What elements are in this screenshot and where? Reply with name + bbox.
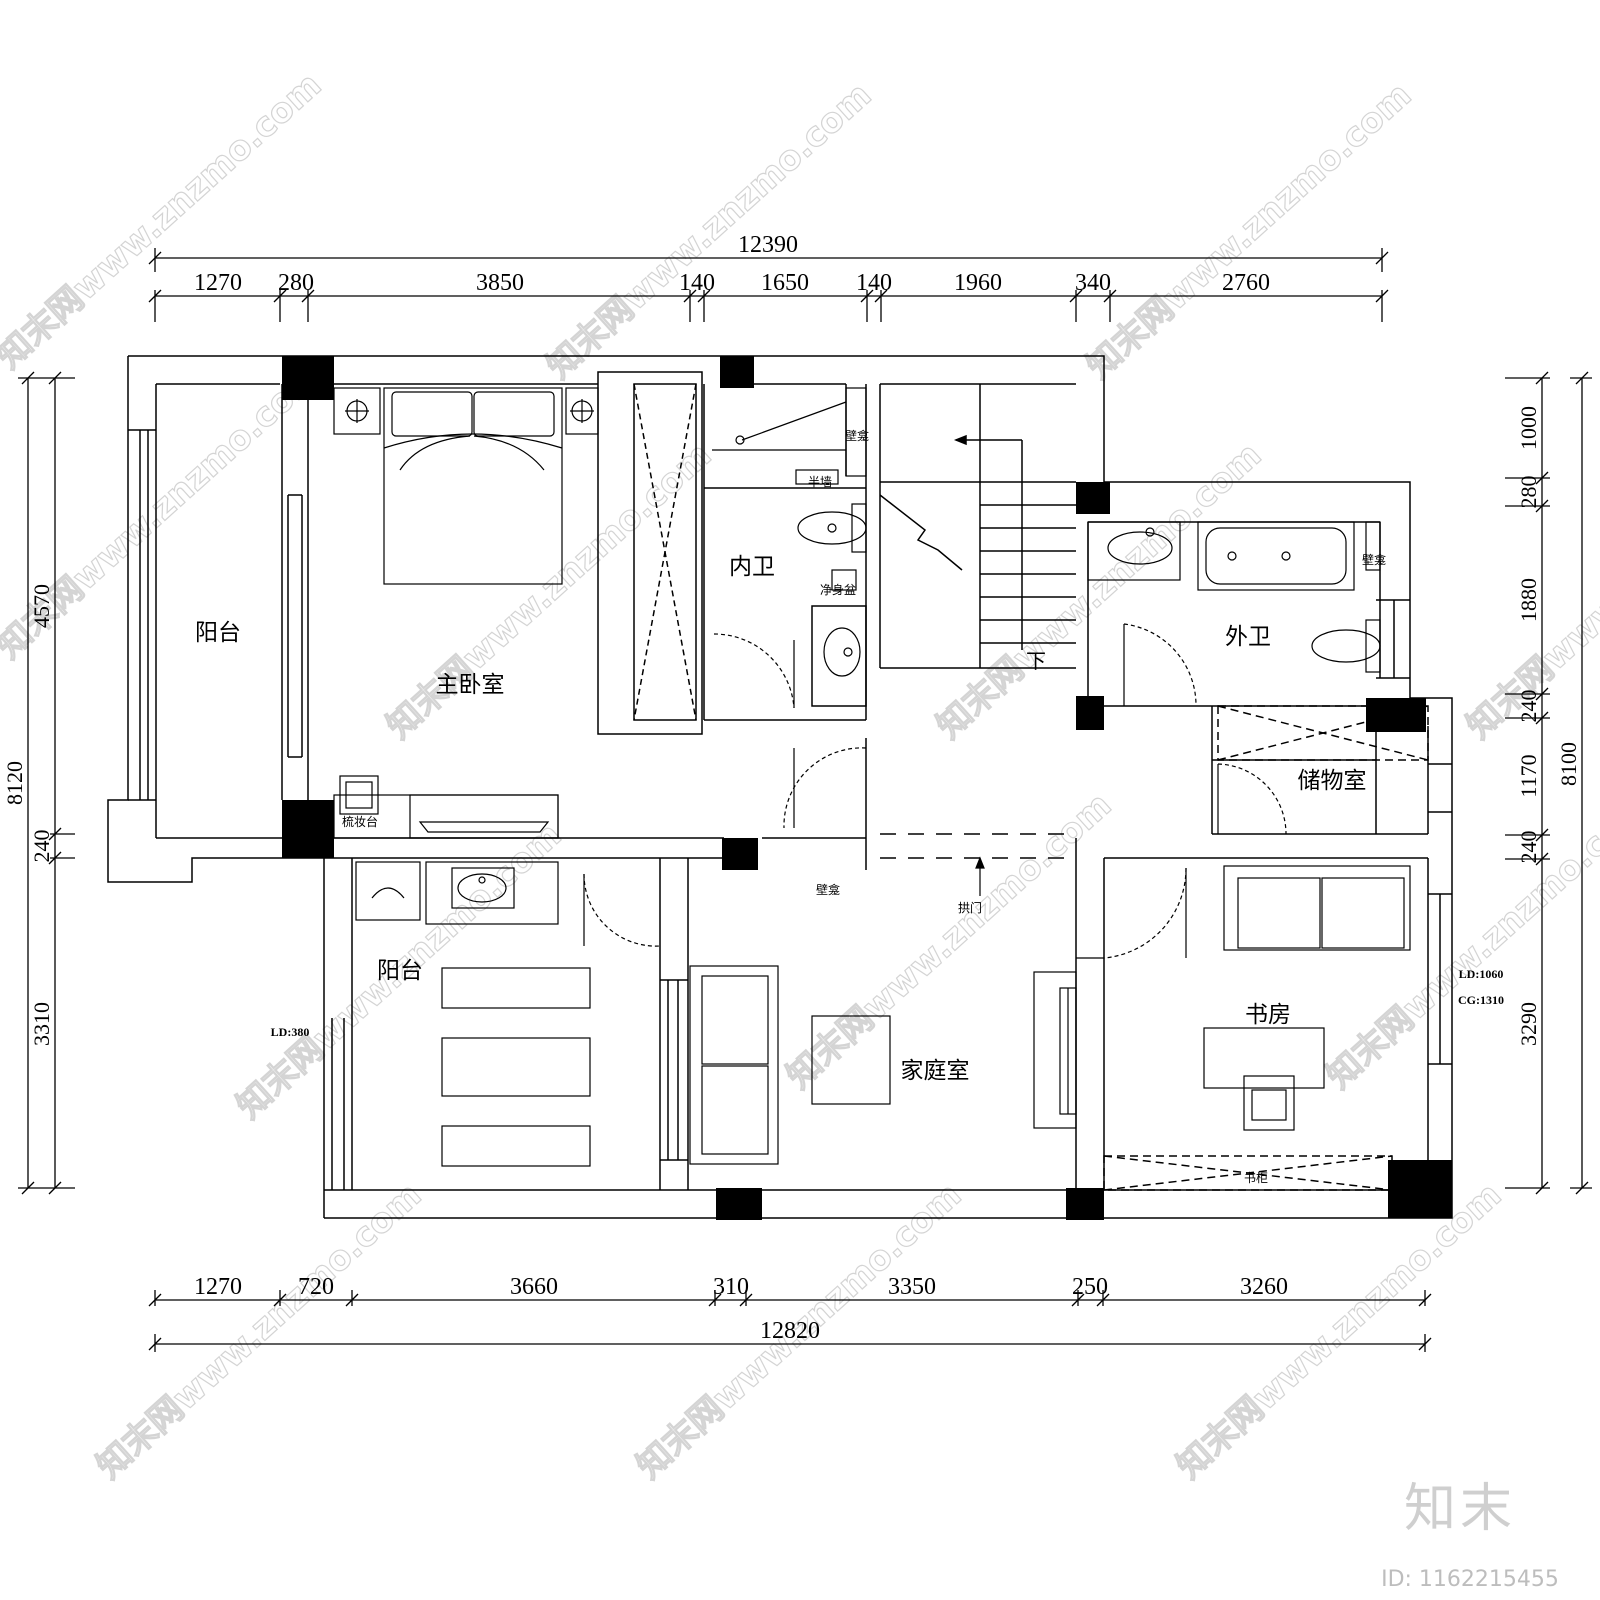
dim-top-seg: 280: [278, 270, 314, 296]
shower-icon: [712, 387, 867, 485]
room-study: 书房: [1245, 1002, 1291, 1028]
dim-top-seg: 140: [856, 270, 892, 296]
label-niche: 壁龛: [845, 428, 869, 443]
dim-top-seg: 3850: [476, 270, 524, 296]
chair-icon: [1243, 1075, 1295, 1131]
dim-right-seg: 240: [1516, 831, 1541, 864]
dim-right-total: 8100: [1556, 742, 1581, 786]
coffee-table-icon: [811, 1015, 891, 1105]
bidet-icon: [831, 569, 857, 591]
brand-stamp: 知末 ID: 1162215455: [1381, 1479, 1559, 1592]
dim-bottom-seg: 3260: [1240, 1274, 1288, 1300]
dim-bottom-seg: 720: [298, 1274, 334, 1300]
watermark-text: 知末网www.znzmo.com: [1169, 1175, 1509, 1487]
dim-top-seg: 1960: [954, 270, 1002, 296]
structural-columns: [282, 356, 1452, 1220]
label-bookcase: 书柜: [1244, 1171, 1268, 1185]
dim-top-seg: 140: [679, 270, 715, 296]
sofa-icon: [1223, 865, 1411, 951]
dim-left-seg: 240: [29, 830, 54, 863]
toilet-icon: [797, 503, 867, 553]
brand-logo: 知末: [1404, 1479, 1516, 1539]
annotation-labels: 壁龛 半墙 净身盆 壁龛 梳妆台 壁龛 拱门 下 书柜 LD:380 LD:10…: [271, 428, 1504, 1185]
dim-bottom-seg: 3660: [510, 1274, 558, 1300]
dim-left-seg: 3310: [29, 1002, 54, 1046]
label-stair-down: 下: [1026, 649, 1046, 673]
watermark-text: 知末网www.znzmo.com: [379, 435, 719, 747]
dim-bottom-seg: 310: [713, 1274, 749, 1300]
label-vanity: 梳妆台: [342, 814, 378, 829]
drying-rack-icon: [441, 967, 591, 1167]
sofa-icon: [689, 965, 779, 1165]
walls: [107, 355, 1453, 1219]
label-cg-right: CG:1310: [1458, 993, 1504, 1007]
room-labels: 阳台 主卧室 内卫 外卫 储物室 阳台 家庭室 书房: [195, 554, 1367, 1084]
furniture: [333, 387, 1411, 1167]
label-ld-right: LD:1060: [1459, 967, 1504, 981]
room-outer-bath: 外卫: [1225, 624, 1271, 650]
dim-right-seg: 1000: [1516, 406, 1541, 450]
label-half-wall: 半墙: [808, 475, 832, 489]
dim-bottom-seg: 3350: [888, 1274, 936, 1300]
room-balcony-lower: 阳台: [377, 958, 423, 984]
dim-left-seg: 4570: [29, 584, 54, 628]
doors: [583, 623, 1287, 959]
bathtub-icon: [1197, 521, 1381, 591]
label-niche: 壁龛: [816, 882, 840, 897]
room-balcony-upper: 阳台: [195, 620, 241, 646]
dim-top-seg: 1650: [761, 270, 809, 296]
dim-left-total: 8120: [2, 761, 27, 805]
room-storage: 储物室: [1298, 768, 1367, 794]
dim-top-seg: 340: [1075, 270, 1111, 296]
dim-top-total: 12390: [738, 232, 798, 258]
washing-machine-icon: [355, 861, 421, 921]
watermark-text: 知末网www.znzmo.com: [539, 75, 879, 387]
label-bidet: 净身盆: [820, 582, 856, 597]
sink-icon: [823, 627, 861, 677]
watermark-text: 知末网www.znzmo.com: [89, 1175, 429, 1487]
watermark-text: 知末网www.znzmo.com: [1319, 785, 1600, 1097]
dim-right-seg: 240: [1516, 690, 1541, 723]
dim-bottom-seg: 1270: [194, 1274, 242, 1300]
dim-right-seg: 1170: [1516, 754, 1541, 797]
room-inner-bath: 内卫: [729, 554, 775, 580]
vanity-icon: [333, 775, 559, 839]
image-id: ID: 1162215455: [1381, 1567, 1559, 1592]
bed-icon: [333, 387, 599, 585]
dim-right-seg: 1880: [1516, 578, 1541, 622]
dim-right-seg: 3290: [1516, 1002, 1541, 1046]
dim-bottom-total: 12820: [760, 1318, 820, 1344]
dimension-lines: [18, 248, 1592, 1352]
dim-right-seg: 280: [1516, 476, 1541, 509]
watermark-text: 知末网www.znzmo.com: [1079, 75, 1419, 387]
dim-top-seg: 2760: [1222, 270, 1270, 296]
room-master-bedroom: 主卧室: [436, 672, 505, 698]
dim-top-seg: 1270: [194, 270, 242, 296]
tv-cabinet-icon: [1033, 971, 1077, 1129]
room-family-room: 家庭室: [901, 1058, 970, 1084]
label-niche: 壁龛: [1362, 552, 1386, 567]
watermark-text: 知末网www.znzmo.com: [0, 65, 329, 377]
sink-icon: [425, 861, 559, 925]
label-ld-left: LD:380: [271, 1025, 310, 1039]
toilet-icon: [1311, 619, 1381, 673]
dim-bottom-seg: 250: [1072, 1274, 1108, 1300]
label-arch-door: 拱门: [958, 900, 982, 915]
basin-icon: [1087, 521, 1181, 581]
desk-icon: [1203, 1027, 1325, 1089]
dimension-labels: 12390 1270 280 3850 140 1650 140 1960 34…: [2, 232, 1581, 1344]
